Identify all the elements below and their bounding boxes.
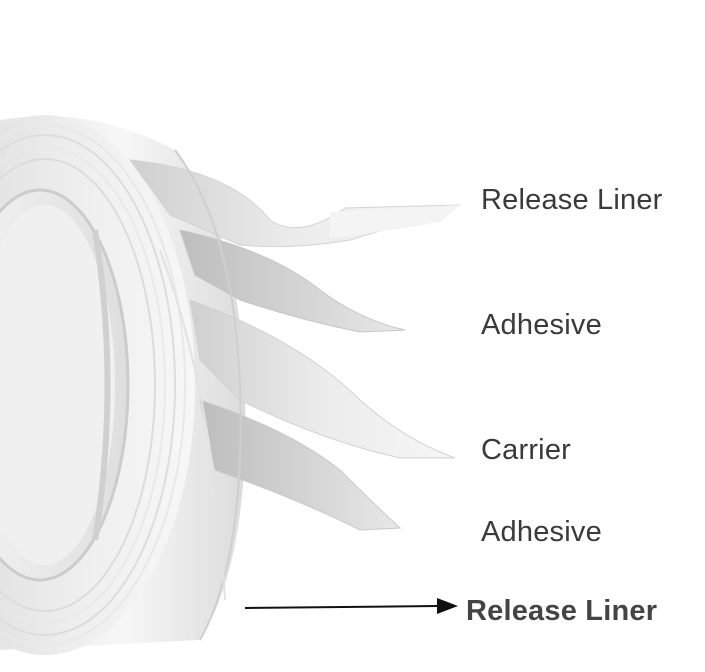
arrow-right-icon [244,598,458,614]
roll-ring [0,134,176,636]
label-release-liner-top: Release Liner [481,184,663,216]
roll-ring [0,146,166,624]
label-adhesive-lower: Adhesive [481,516,602,548]
label-release-liner-bottom: Release Liner [466,595,658,627]
label-carrier: Carrier [481,434,572,466]
roll-edge-line [159,249,226,601]
roll-core-inner [0,205,115,565]
layer-release-liner-tip [330,205,460,238]
label-adhesive-upper: Adhesive [481,309,602,341]
layer-carrier [189,299,456,459]
layer-adhesive-lower [199,399,402,531]
roll-core-shadow [92,229,111,541]
layer-adhesive-upper [179,229,406,333]
roll-ring [0,124,186,646]
roll-ring [0,158,156,612]
